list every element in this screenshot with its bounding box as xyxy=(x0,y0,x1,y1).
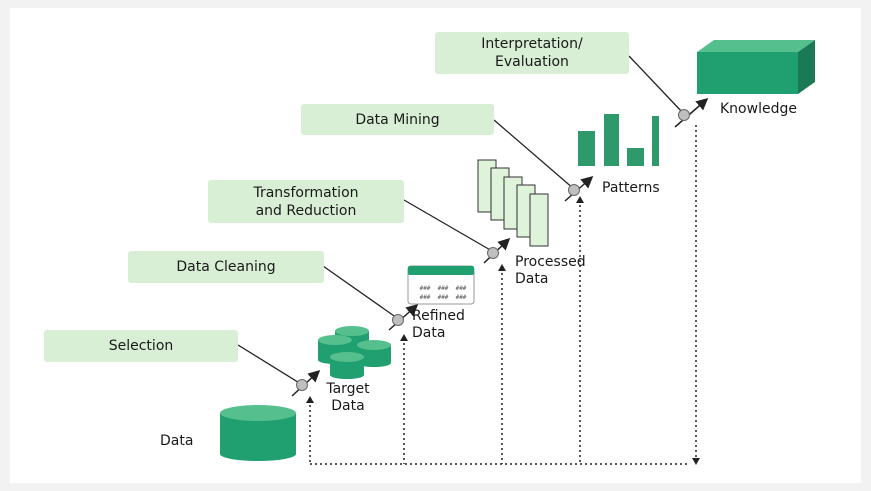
step-data-cleaning: Data Cleaning xyxy=(128,251,324,283)
table-cell: ### xyxy=(437,285,449,292)
table-cell: ### xyxy=(419,294,431,301)
node-label-knowledge: Knowledge xyxy=(720,101,797,117)
feedback-arrowheads xyxy=(306,196,700,465)
target-data-cylinders-icon xyxy=(318,326,391,379)
step-data-mining: Data Mining xyxy=(301,104,494,135)
kdd-process-diagram: Selection Data Cleaning Transformation a… xyxy=(10,8,861,483)
node-label-data: Data xyxy=(160,433,194,449)
refined-data-table-icon xyxy=(407,265,475,305)
table-cell: ### xyxy=(437,294,449,301)
node-label-target-data: Target Data xyxy=(326,381,370,414)
processed-data-pages-icon xyxy=(477,159,549,247)
patterns-bars-icon xyxy=(578,114,659,166)
feedback-lines xyxy=(309,125,697,465)
connector-lines xyxy=(237,55,684,385)
table-cell: ### xyxy=(455,294,467,301)
node-label-patterns: Patterns xyxy=(602,180,660,196)
table-cell: ### xyxy=(455,285,467,292)
step-interpretation: Interpretation/ Evaluation xyxy=(435,32,629,74)
refined-data-table-cells: ### ### ### ### ### ### xyxy=(416,285,470,301)
knowledge-box-icon xyxy=(697,40,815,94)
data-cylinder-icon xyxy=(220,405,296,461)
step-selection: Selection xyxy=(44,330,238,362)
node-label-processed-data: Processed Data xyxy=(515,254,586,287)
node-label-refined-data: Refined Data xyxy=(412,308,465,341)
step-circles xyxy=(291,98,709,397)
step-transformation: Transformation and Reduction xyxy=(208,180,404,223)
table-cell: ### xyxy=(419,285,431,292)
